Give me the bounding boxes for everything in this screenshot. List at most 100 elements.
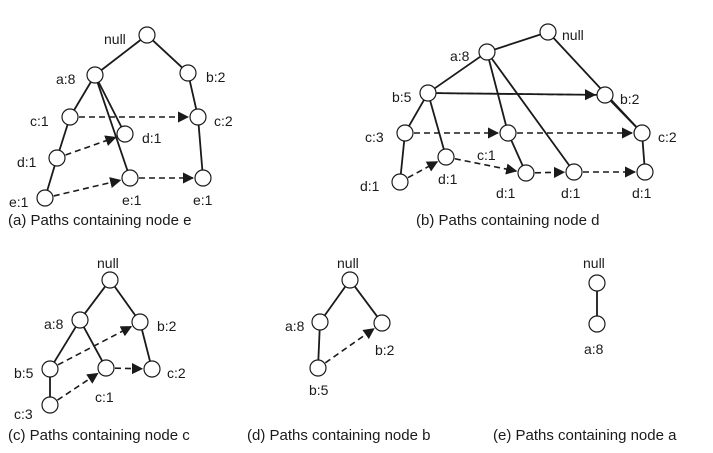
node-label-b-d1_3: d:1 <box>496 185 516 201</box>
node-label-b-root: null <box>562 27 584 43</box>
tree-node-b-c1 <box>499 124 517 142</box>
node-label-b-b2: b:2 <box>620 91 640 107</box>
tree-edge-b-c2-d1_5 <box>641 140 646 165</box>
node-label-c-c1: c:1 <box>95 389 114 405</box>
node-label-a-c2: c:2 <box>214 113 233 129</box>
tree-node-a-c2 <box>189 108 207 126</box>
node-link-arrow-c-c1-c2 <box>114 362 144 375</box>
tree-node-b-d1_2 <box>437 148 455 166</box>
node-label-a-d1a: d:1 <box>142 130 162 146</box>
node-label-c-c3: c:3 <box>14 406 33 422</box>
tree-node-a-a8 <box>86 66 104 84</box>
node-label-b-d1_5: d:1 <box>632 185 652 201</box>
tree-edge-d-root-a8 <box>323 285 347 317</box>
tree-node-b-d1_1 <box>391 173 409 191</box>
tree-node-c-b2 <box>131 313 149 331</box>
node-label-c-c2: c:2 <box>167 365 186 381</box>
tree-node-d-root <box>341 271 359 289</box>
tree-node-c-c2 <box>143 360 161 378</box>
tree-edge-c-root-a8 <box>84 285 106 315</box>
tree-node-c-root <box>101 271 119 289</box>
tree-edge-a-a8-d1a <box>97 81 123 128</box>
tree-edge-b-root-a8 <box>494 33 541 51</box>
tree-edge-c-root-b2 <box>113 285 137 317</box>
tree-node-b-a8 <box>478 43 496 61</box>
tree-edge-b-a8-c1 <box>488 59 507 126</box>
node-label-c-a8: a:8 <box>44 316 64 332</box>
tree-edge-a-a8-e1b <box>96 82 129 171</box>
node-label-b-d1_1: d:1 <box>360 178 380 194</box>
panel-caption-b: (b) Paths containing node d <box>416 212 599 229</box>
node-label-a-root: null <box>104 31 126 47</box>
tree-edge-b-c3-d1_1 <box>399 140 406 175</box>
tree-edge-d-a8-b5 <box>317 329 321 361</box>
tree-node-a-root <box>138 26 156 44</box>
node-label-e-root: null <box>583 255 605 271</box>
tree-node-b-d1_3 <box>517 164 535 182</box>
tree-node-b-d1_5 <box>636 163 654 181</box>
tree-edge-b-b5-c3 <box>408 99 425 127</box>
node-label-d-b5: b:5 <box>309 382 329 398</box>
node-label-b-a8: a:8 <box>450 48 470 64</box>
tree-edge-a-root-b2 <box>152 39 183 69</box>
tree-node-a-e1b <box>121 169 139 187</box>
tree-node-c-c3 <box>41 396 59 414</box>
node-label-c-b2: b:2 <box>157 318 177 334</box>
tree-edge-c-a8-c1 <box>83 326 103 362</box>
tree-edge-c-a8-b5 <box>53 326 77 363</box>
node-label-b-c3: c:3 <box>365 129 384 145</box>
tree-node-c-a8 <box>71 311 89 329</box>
node-label-d-b2: b:2 <box>375 342 395 358</box>
node-link-arrow-c-b5-b2 <box>57 325 133 366</box>
tree-node-b-b5 <box>419 84 437 102</box>
tree-node-b-root <box>539 23 557 41</box>
tree-edge-a-d1b-e1a <box>46 165 56 191</box>
node-link-arrow-a-d1b-d1a <box>65 135 117 156</box>
node-label-c-root: null <box>97 255 119 271</box>
tree-edge-d-root-b2 <box>354 285 378 318</box>
tree-node-d-b5 <box>309 359 327 377</box>
node-label-e-a8: a:8 <box>584 341 604 357</box>
tree-edge-a-b2-c2 <box>188 80 198 110</box>
tree-edge-b-a8-d1_4 <box>490 57 571 167</box>
node-label-a-e1b: e:1 <box>122 192 142 208</box>
tree-node-a-b2 <box>179 64 197 82</box>
tree-edge-b-c1-d1_3 <box>510 139 524 167</box>
tree-node-b-c2 <box>633 124 651 142</box>
node-link-arrow-b-d1_2-d1_3 <box>454 157 518 175</box>
node-label-a-c1: c:1 <box>30 113 49 129</box>
tree-node-d-b2 <box>373 314 391 332</box>
node-label-a-b2: b:2 <box>206 69 226 85</box>
node-label-b-c1: c:1 <box>477 147 496 163</box>
node-label-a-d1b: d:1 <box>17 154 37 170</box>
tree-node-a-d1b <box>48 149 66 167</box>
node-label-a-a8: a:8 <box>56 71 76 87</box>
node-label-b-d1_4: d:1 <box>561 185 581 201</box>
tree-node-e-root <box>588 274 606 292</box>
node-link-arrow-b-d1_1-d1_2 <box>407 161 439 179</box>
tree-edge-b-b2-c2 <box>609 100 638 128</box>
tree-edge-a-root-a8 <box>100 39 142 71</box>
tree-node-b-c3 <box>396 124 414 142</box>
tree-node-c-c1 <box>97 359 115 377</box>
node-link-arrow-b-b5-b2 <box>436 89 597 101</box>
tree-node-e-a8 <box>588 315 606 333</box>
tree-node-d-a8 <box>311 313 329 331</box>
node-link-arrow-a-e1a-e1b <box>53 177 122 197</box>
node-label-b-b5: b:5 <box>392 89 412 105</box>
tree-edge-b-b5-d1_2 <box>429 100 445 150</box>
node-link-arrow-b-d1_3-d1_4 <box>534 166 566 179</box>
tree-edge-a-c1-d1b <box>58 124 69 151</box>
node-label-b-d1_2: d:1 <box>438 171 458 187</box>
node-label-d-root: null <box>337 255 359 271</box>
node-label-c-b5: b:5 <box>14 365 34 381</box>
tree-node-c-b5 <box>41 360 59 378</box>
tree-edge-c-b2-c2 <box>141 329 151 362</box>
tree-node-a-e1a <box>36 189 54 207</box>
tree-node-b-d1_4 <box>565 163 583 181</box>
panel-caption-d: (d) Paths containing node b <box>247 427 430 444</box>
tree-node-a-c1 <box>61 108 79 126</box>
tree-node-a-d1a <box>116 125 134 143</box>
tree-edge-b-a8-b5 <box>434 55 481 90</box>
